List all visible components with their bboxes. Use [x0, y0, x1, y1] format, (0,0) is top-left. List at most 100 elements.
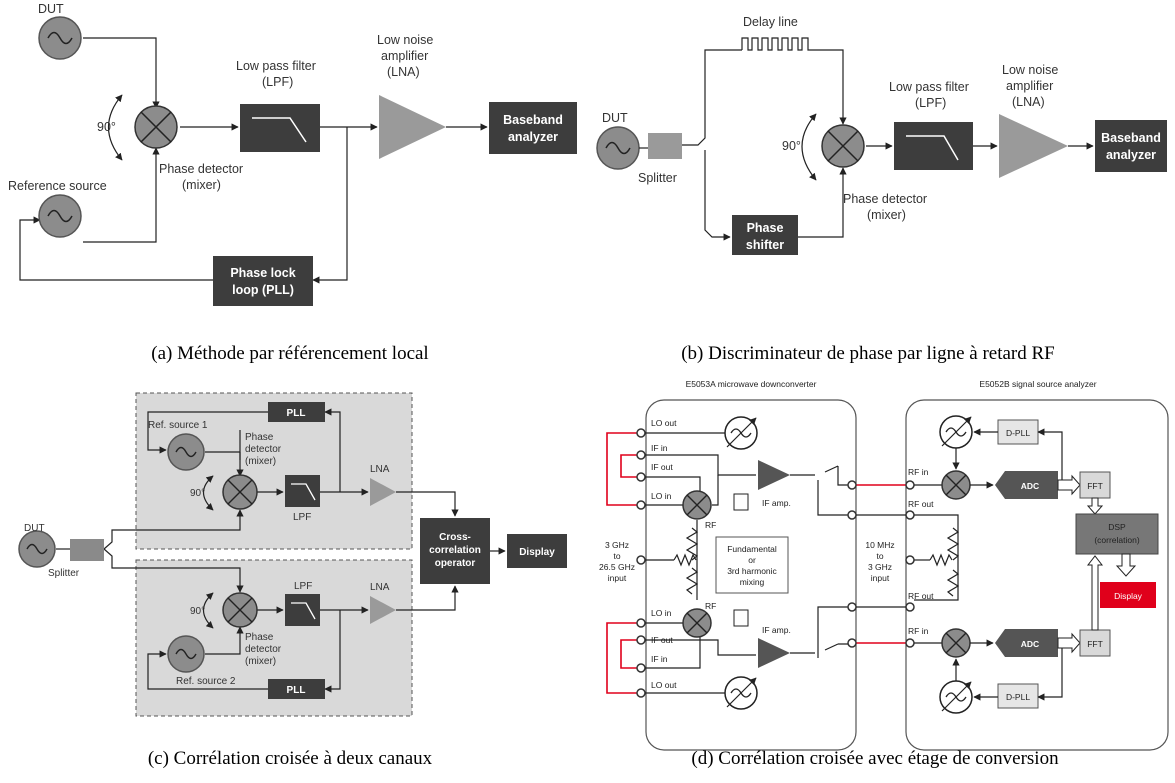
mixing-4: mixing — [740, 577, 765, 587]
rf-out-bottom: RF out — [908, 591, 934, 601]
phase-detector-mixer — [134, 105, 178, 149]
tunable-oscillator-right-bottom — [939, 680, 973, 714]
resistor-right-top — [946, 527, 960, 561]
baseband-label-2: analyzer — [508, 130, 558, 144]
if-in-top: IF in — [651, 443, 668, 453]
shifter-label-2: shifter — [746, 238, 784, 252]
lna-label-3: (LNA) — [387, 65, 420, 79]
mixing-2: or — [748, 555, 756, 565]
lo-in-bottom: LO in — [651, 608, 672, 618]
baseband-label-1: Baseband — [1101, 131, 1161, 145]
tunable-oscillator-top — [724, 416, 758, 450]
cc-label-3: operator — [435, 558, 476, 569]
lna-2-label: LNA — [370, 582, 390, 593]
input-left-1: 3 GHz — [605, 540, 629, 550]
lna-label-3: (LNA) — [1012, 95, 1045, 109]
lo-in-top: LO in — [651, 491, 672, 501]
lpf-1-label: LPF — [293, 512, 311, 523]
middle-ports — [847, 480, 915, 648]
input-left-4: input — [608, 573, 627, 583]
input-left-3: 26.5 GHz — [599, 562, 635, 572]
delay-line-label: Delay line — [743, 15, 798, 29]
dpll-top-label: D-PLL — [1006, 428, 1030, 438]
phase-detector-label: Phase detector — [159, 162, 243, 176]
cross-correlation-box — [420, 518, 490, 584]
mixer-bottom-right — [941, 628, 971, 658]
resistor-left-h — [673, 553, 697, 567]
dut-oscillator — [18, 530, 56, 568]
diagram-a: DUT Reference source 90° Phase detector … — [8, 2, 577, 306]
reference-source-label: Reference source — [8, 179, 107, 193]
ref-source-1-label: Ref. source 1 — [148, 420, 208, 431]
pll-2-label: PLL — [287, 685, 306, 696]
phase-2-b: detector — [245, 644, 282, 655]
splitter-box — [648, 133, 682, 159]
left-ports — [636, 428, 646, 698]
rf-top: RF — [705, 520, 716, 530]
dpll-bottom-box — [997, 683, 1039, 709]
mixing-box — [715, 536, 789, 594]
lpf-sub: (LPF) — [262, 75, 293, 89]
caption-c: (c) Corrélation croisée à deux canaux — [148, 748, 433, 769]
ref-source-2-oscillator — [167, 635, 205, 673]
resistor-left-bottom — [685, 567, 699, 595]
lna-triangle — [379, 95, 446, 159]
lpf-label: Low pass filter — [889, 80, 969, 94]
rf-out-top: RF out — [908, 499, 934, 509]
pll-label-1: Phase lock — [230, 266, 295, 280]
mixer-bottom-left — [682, 608, 712, 638]
if-amp-bottom-label: IF amp. — [762, 625, 791, 635]
lpf-2 — [285, 594, 320, 626]
splitter-label: Splitter — [638, 171, 677, 185]
tunable-oscillator-right-top — [939, 415, 973, 449]
adc-bottom — [995, 629, 1058, 657]
input-right-4: input — [871, 573, 890, 583]
pll-box — [213, 256, 313, 306]
fft-top-label: FFT — [1087, 481, 1103, 491]
if-in-bottom: IF in — [651, 654, 668, 664]
lna-label-1: Low noise — [377, 33, 433, 47]
diagram-b: Delay line DUT Splitter 90° Phase detect… — [596, 15, 1167, 255]
ref-source-1-oscillator — [167, 433, 205, 471]
lna-1-triangle — [370, 478, 396, 506]
phase-1-a: Phase — [245, 432, 274, 443]
lo-out-top: LO out — [651, 418, 677, 428]
diagram-c: DUT Splitter PLL Ref. source 1 Phase det… — [18, 392, 567, 717]
dsp-label-2: (correlation) — [1094, 535, 1140, 545]
caption-a: (a) Méthode par référencement local — [151, 343, 428, 364]
angle-2-label: 90° — [190, 606, 205, 617]
lna-label-1: Low noise — [1002, 63, 1058, 77]
mixing-3: 3rd harmonic — [727, 566, 777, 576]
dpll-top-box — [997, 419, 1039, 445]
mixing-1: Fundamental — [727, 544, 777, 554]
tunable-oscillator-bottom — [724, 676, 758, 710]
angle-1-label: 90° — [190, 488, 205, 499]
display-box — [507, 534, 567, 568]
resistor-right-bottom — [946, 569, 960, 597]
dut-label: DUT — [602, 111, 628, 125]
dut-label: DUT — [38, 2, 64, 16]
adc-bottom-label: ADC — [1021, 639, 1039, 649]
adc-top — [995, 471, 1058, 499]
dut-oscillator — [38, 16, 82, 60]
display-label: Display — [1114, 591, 1143, 601]
lpf-sub: (LPF) — [915, 96, 946, 110]
input-left-2: to — [613, 551, 620, 561]
lna-label-2: amplifier — [381, 49, 428, 63]
phase-shifter-box — [732, 215, 798, 255]
resistor-right-h — [929, 553, 953, 567]
display-box — [1100, 582, 1156, 608]
if-amp-top — [758, 460, 790, 490]
phase-1-c: (mixer) — [245, 456, 276, 467]
if-amp-top-label: IF amp. — [762, 498, 791, 508]
input-right-1: 10 MHz — [865, 540, 894, 550]
baseband-label-2: analyzer — [1106, 148, 1156, 162]
baseband-analyzer-box — [1095, 120, 1167, 172]
pll-1-box — [268, 402, 325, 422]
dsp-label-1: DSP — [1108, 522, 1126, 532]
reference-oscillator — [38, 194, 82, 238]
rf-in-bottom: RF in — [908, 626, 929, 636]
shifter-label-1: Phase — [747, 221, 784, 235]
dpll-bottom-label: D-PLL — [1006, 692, 1030, 702]
